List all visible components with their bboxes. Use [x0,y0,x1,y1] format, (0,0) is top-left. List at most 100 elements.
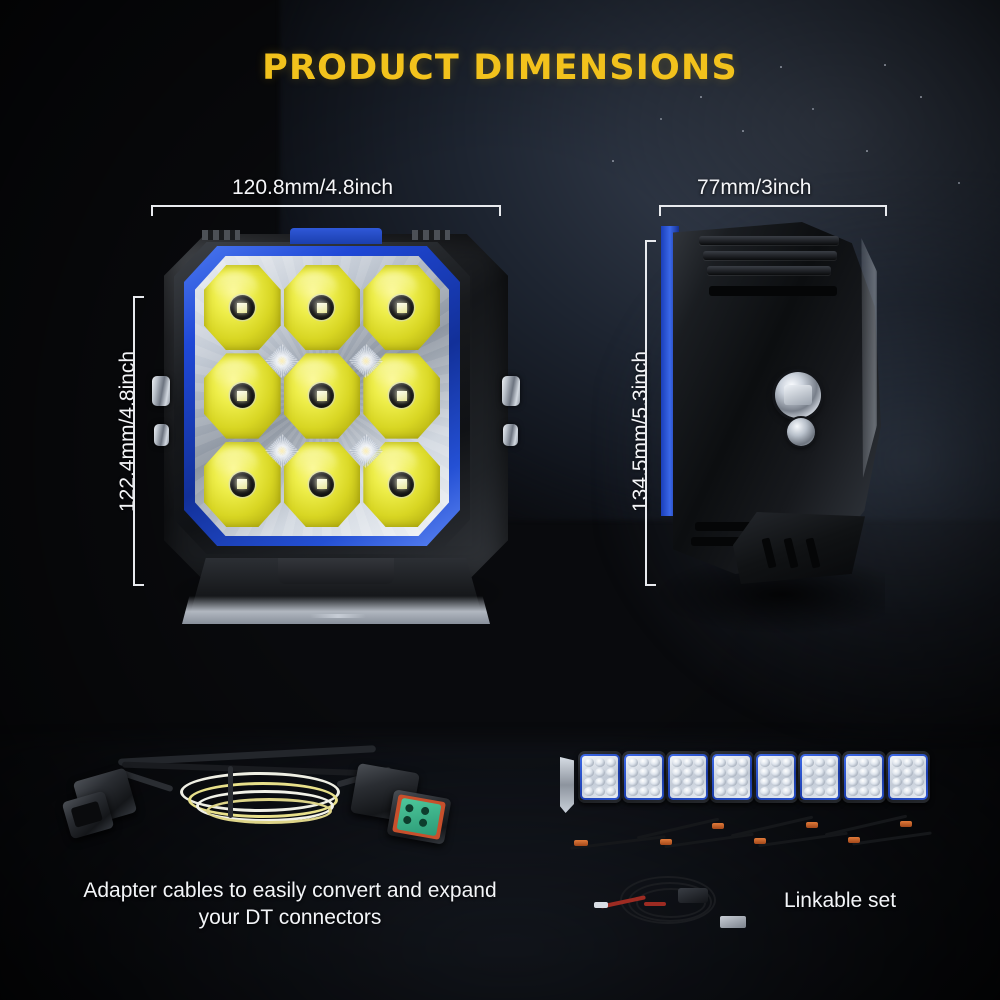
pod-lens-array [890,756,926,798]
background-speck [700,96,702,98]
led-lens [283,441,361,527]
side-depth-label: 77mm/3inch [697,176,812,199]
side-bolt-left-upper [152,376,170,406]
top-mount-notch [290,228,382,244]
heatsink-fin [703,251,837,260]
front-view-product [150,228,522,628]
front-width-label: 120.8mm/4.8inch [232,176,394,199]
led-emitter [309,383,335,409]
housing-base-slot [310,614,366,618]
linked-pod [798,751,842,803]
background-speck [958,182,960,184]
housing-cutout [709,286,837,296]
pod-lens-array [582,756,618,798]
harness-terminal [574,840,588,846]
linkable-set-image [560,745,935,860]
bracket-tick-right [885,205,887,216]
led-lens-grid [195,256,449,536]
background-speck [884,64,886,66]
harness-terminal [848,837,860,843]
linked-pod [754,751,798,803]
mounting-bracket [560,757,574,813]
led-emitter [229,295,255,321]
pod-lens-array [670,756,706,798]
linked-pod [710,751,754,803]
bracket-tick-right [499,205,501,216]
link-harness-wire [730,815,814,838]
led-lens [363,353,440,439]
harness-coil [636,888,706,918]
front-width-bracket [151,205,501,216]
bracket-tick-top [133,296,144,298]
led-lens [204,353,281,439]
connector-2pin-face [70,800,103,828]
harness-tip-terminal [594,902,608,908]
harness-red-wire [644,902,666,906]
cable-tie [228,766,233,818]
led-lens [204,441,281,527]
housing-teeth-right [412,230,450,240]
led-emitter [389,471,415,497]
side-view-product [655,222,885,634]
side-height-bracket [645,240,656,586]
led-emitter [229,471,255,497]
led-lens [363,265,440,351]
background-speck [812,108,814,110]
yellow-wire-loop [206,798,332,824]
pod-lens-array [626,756,662,798]
harness-terminal [900,821,912,827]
led-lens [283,353,361,439]
link-harness-wire [636,817,720,840]
bracket-bar [133,296,135,586]
background-speck [612,160,614,162]
background-speck [866,150,868,152]
led-emitter [309,471,335,497]
led-lens [283,265,361,351]
led-emitter [389,295,415,321]
secondary-screw [787,418,815,446]
bracket-tick-bottom [645,584,656,586]
adapter-caption-line-1: Adapter cables to easily convert and exp… [83,879,497,902]
pod-lens-array [758,756,794,798]
front-height-bracket [133,296,144,586]
linked-pod [886,751,930,803]
link-harness-wire [852,831,932,846]
heatsink-fin [707,266,831,275]
bracket-tick-top [645,240,656,242]
bracket-tick-left [659,205,661,216]
harness-terminal [754,838,766,844]
background-speck [920,96,922,98]
led-emitter [229,383,255,409]
link-harness-wire [824,814,908,837]
bracket-bar [151,205,501,207]
pod-lens-array [846,756,882,798]
pod-lens-array [714,756,750,798]
led-emitter [389,383,415,409]
connector-dt-head [386,789,452,845]
adapter-cable-image [60,738,490,870]
harness-plug [720,916,746,928]
side-bolt-right-lower [503,424,518,446]
background-speck [660,118,662,120]
linked-pod [622,751,666,803]
page-title: PRODUCT DIMENSIONS [262,48,738,88]
side-bolt-left-lower [154,424,169,446]
bracket-bar [645,240,647,586]
bracket-bar [659,205,887,207]
wiring-harness-image [592,862,760,940]
led-lens [363,441,440,527]
heatsink-fin [699,236,839,245]
housing-teeth-left [202,230,240,240]
linked-pod [578,751,622,803]
background-speck [742,130,744,132]
side-depth-bracket [659,205,887,216]
led-emitter [309,295,335,321]
adapter-cable-caption: Adapter cables to easily convert and exp… [30,877,550,931]
housing-edge-highlight [861,238,877,478]
adapter-caption-line-2: your DT connectors [198,906,382,929]
led-lens [204,265,281,351]
harness-relay-switch [678,888,708,903]
linkable-set-caption: Linkable set [783,889,897,912]
pod-lens-array [802,756,838,798]
